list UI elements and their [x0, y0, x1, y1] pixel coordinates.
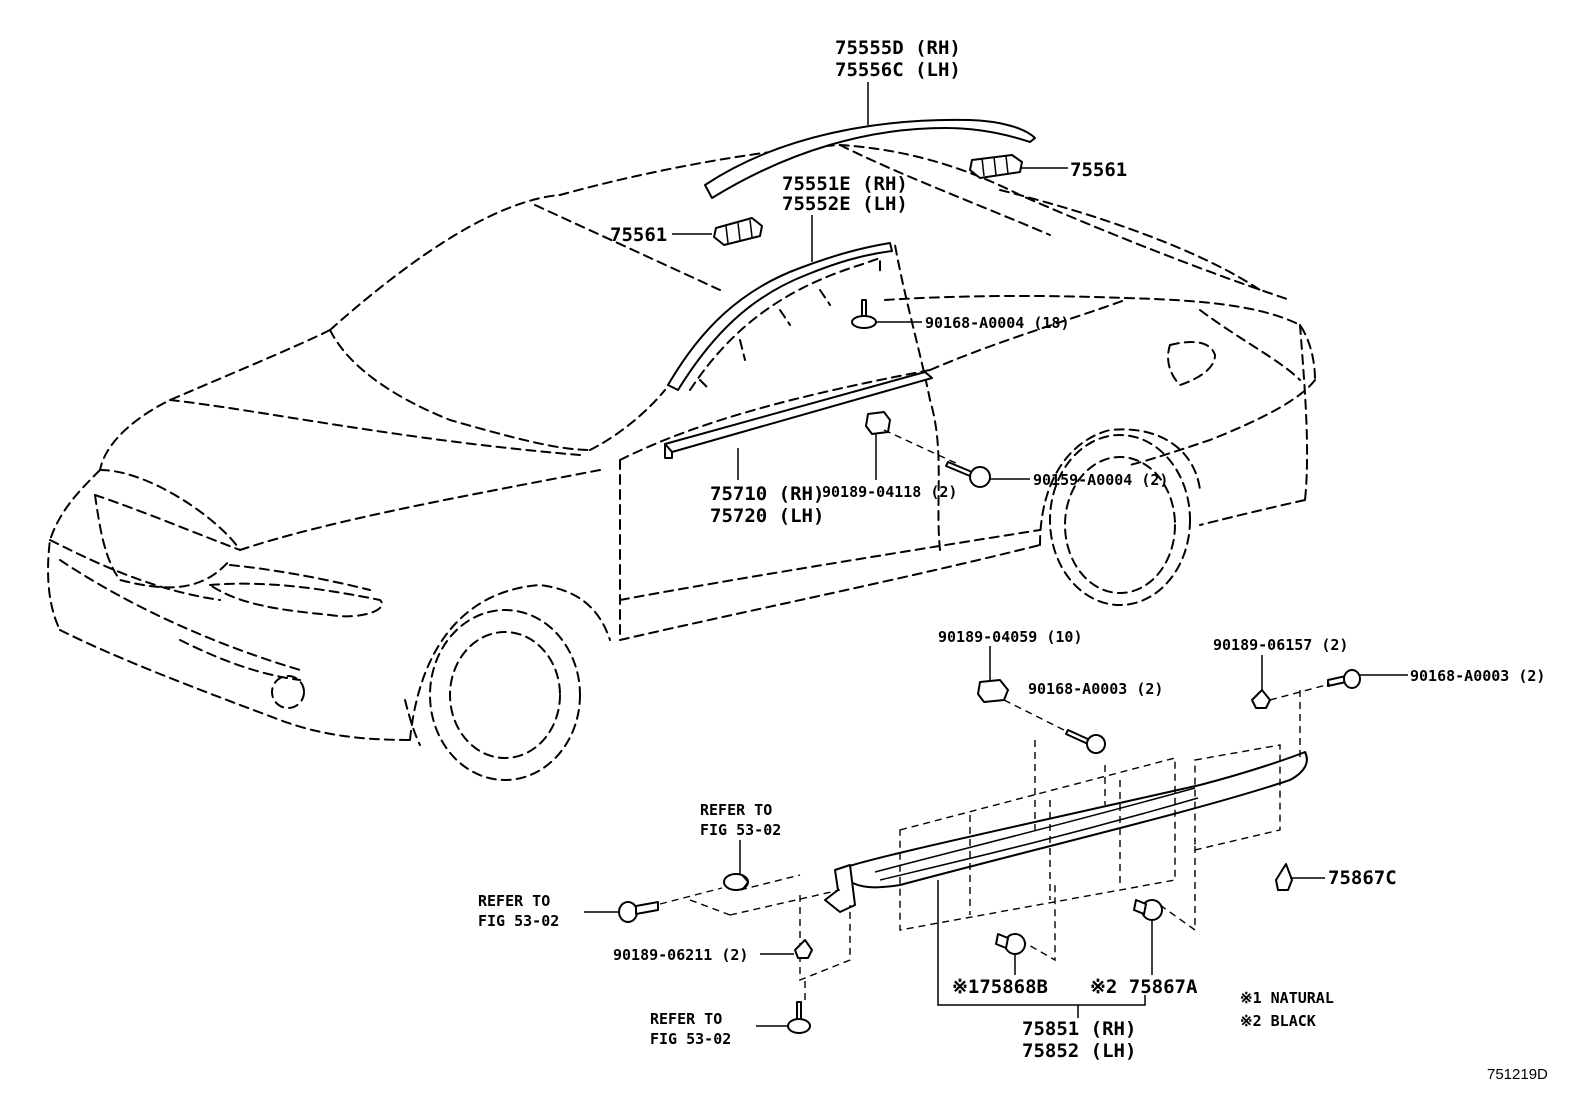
clip-90189-04059[interactable] [977, 679, 1009, 703]
label-clip-90189-06157: 90189-06157 (2) [1213, 636, 1348, 654]
label-clip-90189-04059: 90189-04059 (10) [938, 628, 1083, 646]
label-figure-id: 751219D [1487, 1066, 1548, 1083]
label-screw-90159-a0004: 90159-A0004 (2) [1033, 471, 1168, 489]
label-nut-clip-90189-04118: 90189-04118 (2) [822, 483, 957, 501]
label-window-molding-rh: 75551E (RH) [782, 173, 908, 195]
label-clip-75561-left: 75561 [610, 224, 667, 246]
clip-75561-right[interactable] [969, 154, 1023, 179]
screw-90159-a0004[interactable] [945, 461, 991, 488]
label-roof-molding-rh: 75555D (RH) [835, 37, 961, 59]
clip-90189-06157[interactable] [1251, 689, 1271, 709]
label-note-natural: ※1 NATURAL [1240, 989, 1334, 1007]
label-belt-molding-lh: 75720 (LH) [710, 505, 824, 527]
rocker-guides [689, 690, 1301, 1000]
screw-refer-bottom[interactable] [787, 1001, 811, 1034]
plug-75868b[interactable] [995, 933, 1026, 955]
part-labels: 75555D (RH) 75556C (LH) 75561 75561 7555… [478, 37, 1548, 1083]
label-rocker-panel-rh: 75851 (RH) [1022, 1018, 1136, 1040]
label-note-black: ※2 BLACK [1240, 1012, 1316, 1030]
label-clip-90189-06211: 90189-06211 (2) [613, 946, 748, 964]
rocker-panel[interactable] [824, 751, 1308, 913]
label-belt-molding-rh: 75710 (RH) [710, 483, 824, 505]
clip-90189-06211[interactable] [794, 939, 813, 959]
label-clip-75561-right: 75561 [1070, 159, 1127, 181]
label-window-molding-lh: 75552E (LH) [782, 193, 908, 215]
clip-75561-left[interactable] [713, 217, 763, 246]
label-roof-molding-lh: 75556C (LH) [835, 59, 961, 81]
label-screw-90168-a0003: 90168-A0003 (2) [1410, 667, 1545, 685]
clip-refer-top[interactable] [723, 873, 749, 891]
label-plug-75867a: ※2 75867A [1090, 976, 1198, 998]
label-refer-top-1: REFER TO [700, 801, 772, 819]
plug-75867a[interactable] [1133, 899, 1163, 921]
plug-75867c[interactable] [1275, 863, 1293, 891]
label-screw-90168-a0004: 90168-A0004 (18) [925, 314, 1070, 332]
car-body-outline [47, 144, 1316, 781]
label-refer-left-2: FIG 53-02 [478, 912, 559, 930]
label-refer-bottom-1: REFER TO [650, 1010, 722, 1028]
screw-refer-left[interactable] [618, 901, 659, 923]
roof-molding[interactable] [704, 118, 1036, 199]
leader-lines [584, 82, 1408, 1027]
label-plug-75868b: ※175868B [952, 976, 1048, 998]
label-rocker-panel-lh: 75852 (LH) [1022, 1040, 1136, 1062]
belt-molding[interactable] [664, 371, 933, 459]
label-refer-left-1: REFER TO [478, 892, 550, 910]
screw-90162-a0001[interactable] [1065, 729, 1106, 754]
screw-90168-a0003[interactable] [1327, 669, 1361, 689]
label-screw-90162-a0001: 90168-A0003 (2) [1028, 680, 1163, 698]
label-refer-bottom-2: FIG 53-02 [650, 1030, 731, 1048]
label-refer-top-2: FIG 53-02 [700, 821, 781, 839]
screw-90168-a0004[interactable] [851, 299, 877, 329]
window-molding[interactable] [667, 242, 893, 391]
label-plug-75867c: 75867C [1328, 867, 1397, 889]
